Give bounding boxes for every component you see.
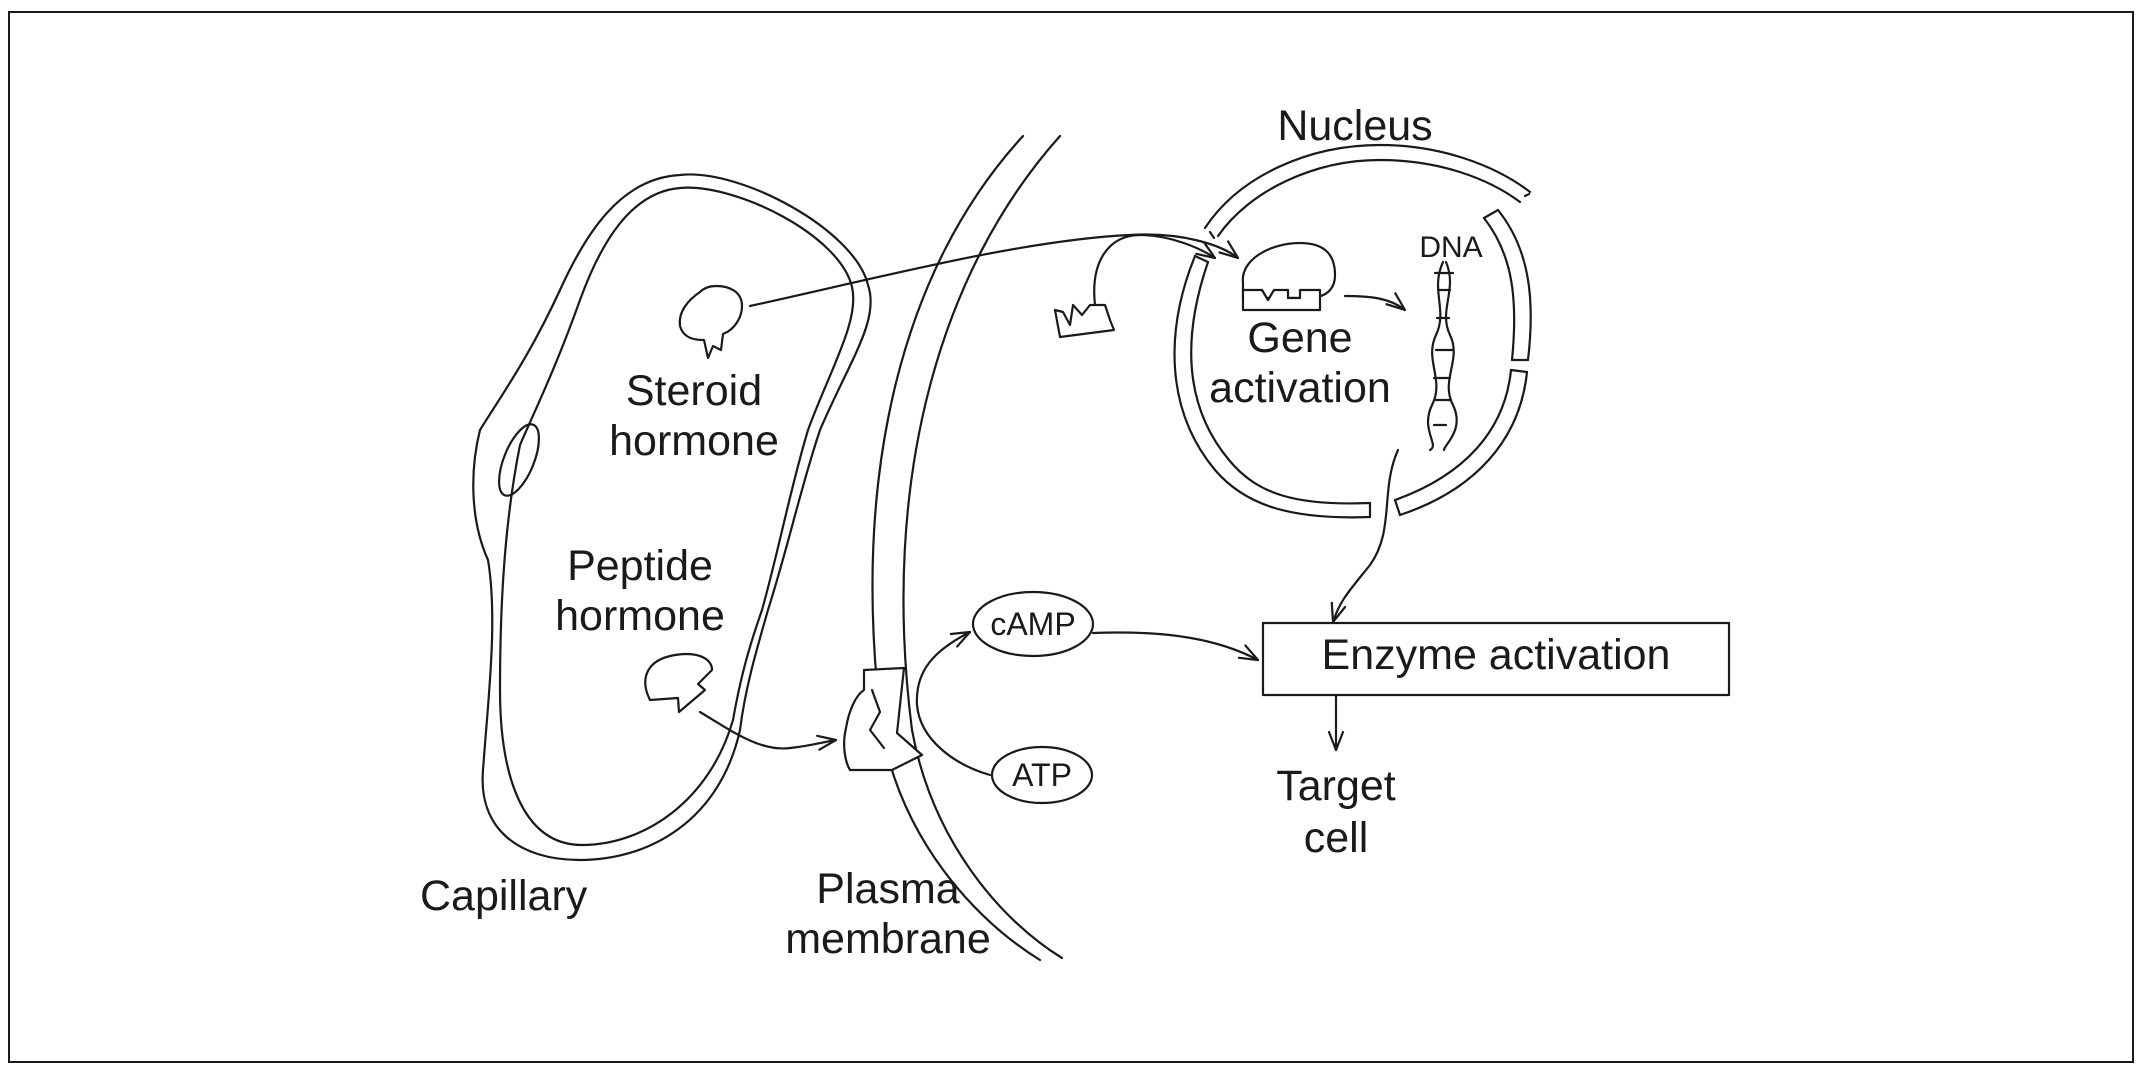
enzyme-activation-label: Enzyme activation (1322, 631, 1671, 679)
arrow-peptide-to-receptor (698, 710, 838, 748)
plasma-membrane-label-line2: membrane (785, 915, 991, 963)
blood-cell (497, 423, 541, 497)
nucleus-envelope (1173, 143, 1532, 519)
arrow-atp-to-camp (915, 630, 992, 777)
gene-activation-label-line2: activation (1209, 364, 1391, 412)
peptide-hormone-molecule (644, 652, 714, 714)
plasma-membrane (871, 134, 1064, 962)
steroid-hormone-molecule (678, 284, 744, 360)
cytoplasmic-receptor (1053, 303, 1116, 339)
arrow-camp-to-enzyme (1091, 631, 1260, 662)
nucleus-label: Nucleus (1277, 102, 1432, 150)
pathway-arrows (698, 233, 1407, 777)
dna-strand (1426, 260, 1458, 452)
target-cell-label-line2: cell (1304, 814, 1369, 862)
arrow-gene-to-enzyme (1333, 448, 1400, 624)
atp-label: ATP (1012, 757, 1072, 793)
membrane-receptor (843, 666, 924, 772)
target-cell-label-line1: Target (1276, 762, 1396, 810)
capillary-label: Capillary (420, 872, 588, 920)
capillary-vessel (472, 173, 872, 862)
peptide-hormone-label-line1: Peptide (567, 542, 713, 590)
steroid-hormone-label-line2: hormone (609, 417, 779, 465)
plasma-membrane-label-line1: Plasma (816, 865, 959, 913)
figure-frame (8, 11, 2134, 1063)
atp-oval (990, 745, 1094, 805)
arrow-receptor-to-complex (1093, 233, 1217, 307)
hormone-receptor-complex (1241, 241, 1337, 312)
camp-label: cAMP (990, 606, 1075, 642)
dna-label: DNA (1419, 231, 1482, 264)
gene-activation-label-line1: Gene (1247, 314, 1352, 362)
arrow-complex-to-dna (1343, 296, 1407, 312)
steroid-hormone-label-line1: Steroid (626, 367, 762, 415)
enzyme-activation-box (1261, 621, 1731, 697)
peptide-hormone-label-line2: hormone (555, 592, 725, 640)
camp-oval (971, 590, 1095, 658)
